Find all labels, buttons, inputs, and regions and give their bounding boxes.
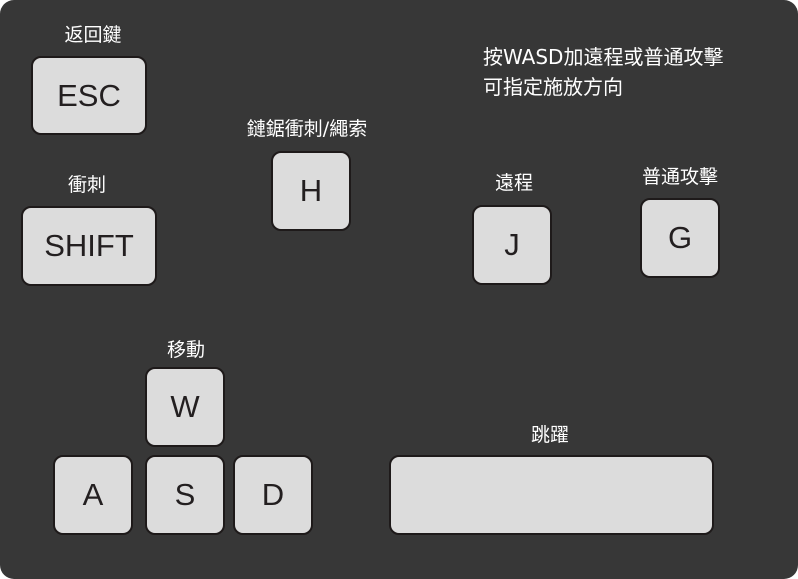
a-key: A — [53, 455, 133, 535]
j-key: J — [472, 205, 552, 285]
j-label: 遠程 — [494, 172, 534, 194]
h-key: H — [271, 151, 351, 231]
esc-label: 返回鍵 — [64, 24, 122, 46]
g-key: G — [640, 198, 720, 278]
s-key: S — [145, 455, 225, 535]
w-key: W — [145, 367, 225, 447]
instructions: 按WASD加遠程或普通攻擊 可指定施放方向 — [483, 42, 723, 102]
g-label: 普通攻擊 — [641, 166, 719, 188]
space-label: 跳躍 — [530, 424, 570, 446]
d-key: D — [233, 455, 313, 535]
shift-label: 衝刺 — [67, 174, 107, 196]
esc-key: ESC — [31, 56, 147, 135]
move-label: 移動 — [166, 339, 206, 361]
space-key — [389, 455, 714, 535]
shift-key: SHIFT — [21, 206, 157, 286]
h-label: 鏈鋸衝刺/繩索 — [246, 118, 368, 140]
instructions-line-2: 可指定施放方向 — [483, 75, 623, 99]
instructions-line-1: 按WASD加遠程或普通攻擊 — [483, 45, 724, 69]
